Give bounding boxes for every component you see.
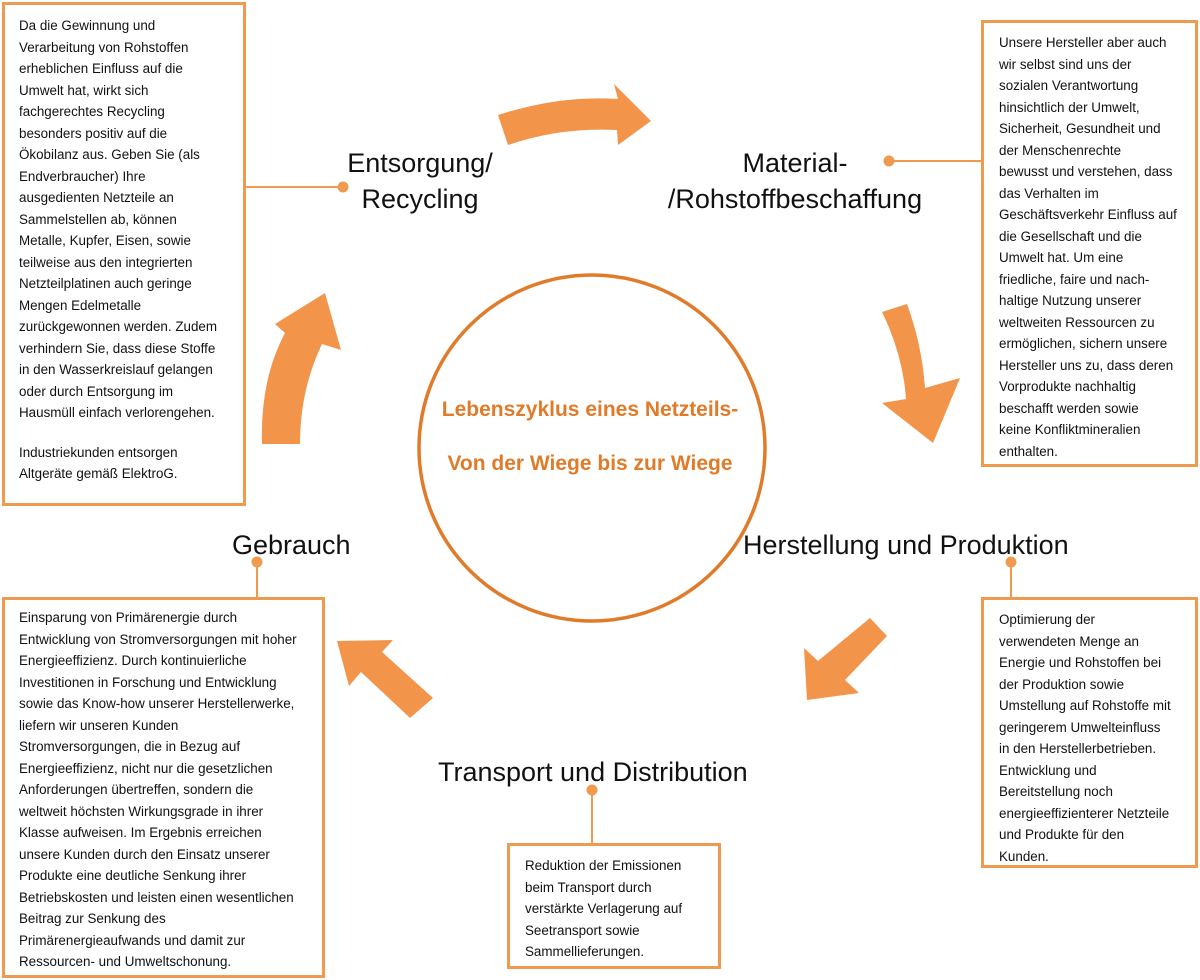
stage-herstellung: Herstellung und Produktion xyxy=(743,530,1069,560)
connector-dot-recycling xyxy=(337,181,349,193)
transport-textbox: Reduktion der Emissionen beim Transport … xyxy=(507,843,721,969)
recycling-text-p1: Da die Gewinnung und Verarbeitung von Ro… xyxy=(19,18,217,420)
herstellung-textbox: Optimierung der verwendeten Menge an Ene… xyxy=(981,597,1198,868)
transport-text: Reduktion der Emissionen beim Transport … xyxy=(525,858,683,959)
connector-dot-transport xyxy=(586,784,598,796)
gebrauch-textbox: Einsparung von Primärenergie durch Entwi… xyxy=(2,597,325,978)
material-textbox: Unsere Hersteller aber auch wir selbst s… xyxy=(981,20,1198,467)
arrow-up-icon xyxy=(261,293,341,444)
stage-material: Material- /Rohstoffbeschaffung xyxy=(667,148,923,214)
arrow-down-left-icon xyxy=(804,618,887,700)
connector-recycling xyxy=(246,186,342,188)
stage-transport: Transport und Distribution xyxy=(438,757,748,787)
arrow-up-left-icon xyxy=(337,640,433,718)
material-text: Unsere Hersteller aber auch wir selbst s… xyxy=(999,35,1177,459)
connector-material xyxy=(889,160,982,162)
connector-transport xyxy=(591,790,593,844)
stage-recycling: Entsorgung/ Recycling xyxy=(347,148,493,214)
connector-dot-material xyxy=(883,155,895,167)
center-title-line1: Lebenszyklus eines Netzteils- xyxy=(441,398,739,421)
connector-dot-herstellung xyxy=(1005,556,1017,568)
recycling-text-p2: Industriekunden entsorgen Altgeräte gemä… xyxy=(19,444,178,482)
center-circle xyxy=(417,273,767,623)
herstellung-text: Optimierung der verwendeten Menge an Ene… xyxy=(999,612,1171,864)
stage-gebrauch: Gebrauch xyxy=(232,530,351,560)
center-title-line2: Von der Wiege bis zur Wiege xyxy=(447,452,733,475)
connector-herstellung xyxy=(1010,562,1012,598)
arrow-down-icon xyxy=(882,304,960,443)
recycling-textbox: Da die Gewinnung und Verarbeitung von Ro… xyxy=(2,2,246,506)
connector-dot-gebrauch xyxy=(251,556,263,568)
gebrauch-text: Einsparung von Primärenergie durch Entwi… xyxy=(19,610,297,969)
connector-gebrauch xyxy=(256,562,258,598)
arrow-right-icon xyxy=(498,84,651,145)
